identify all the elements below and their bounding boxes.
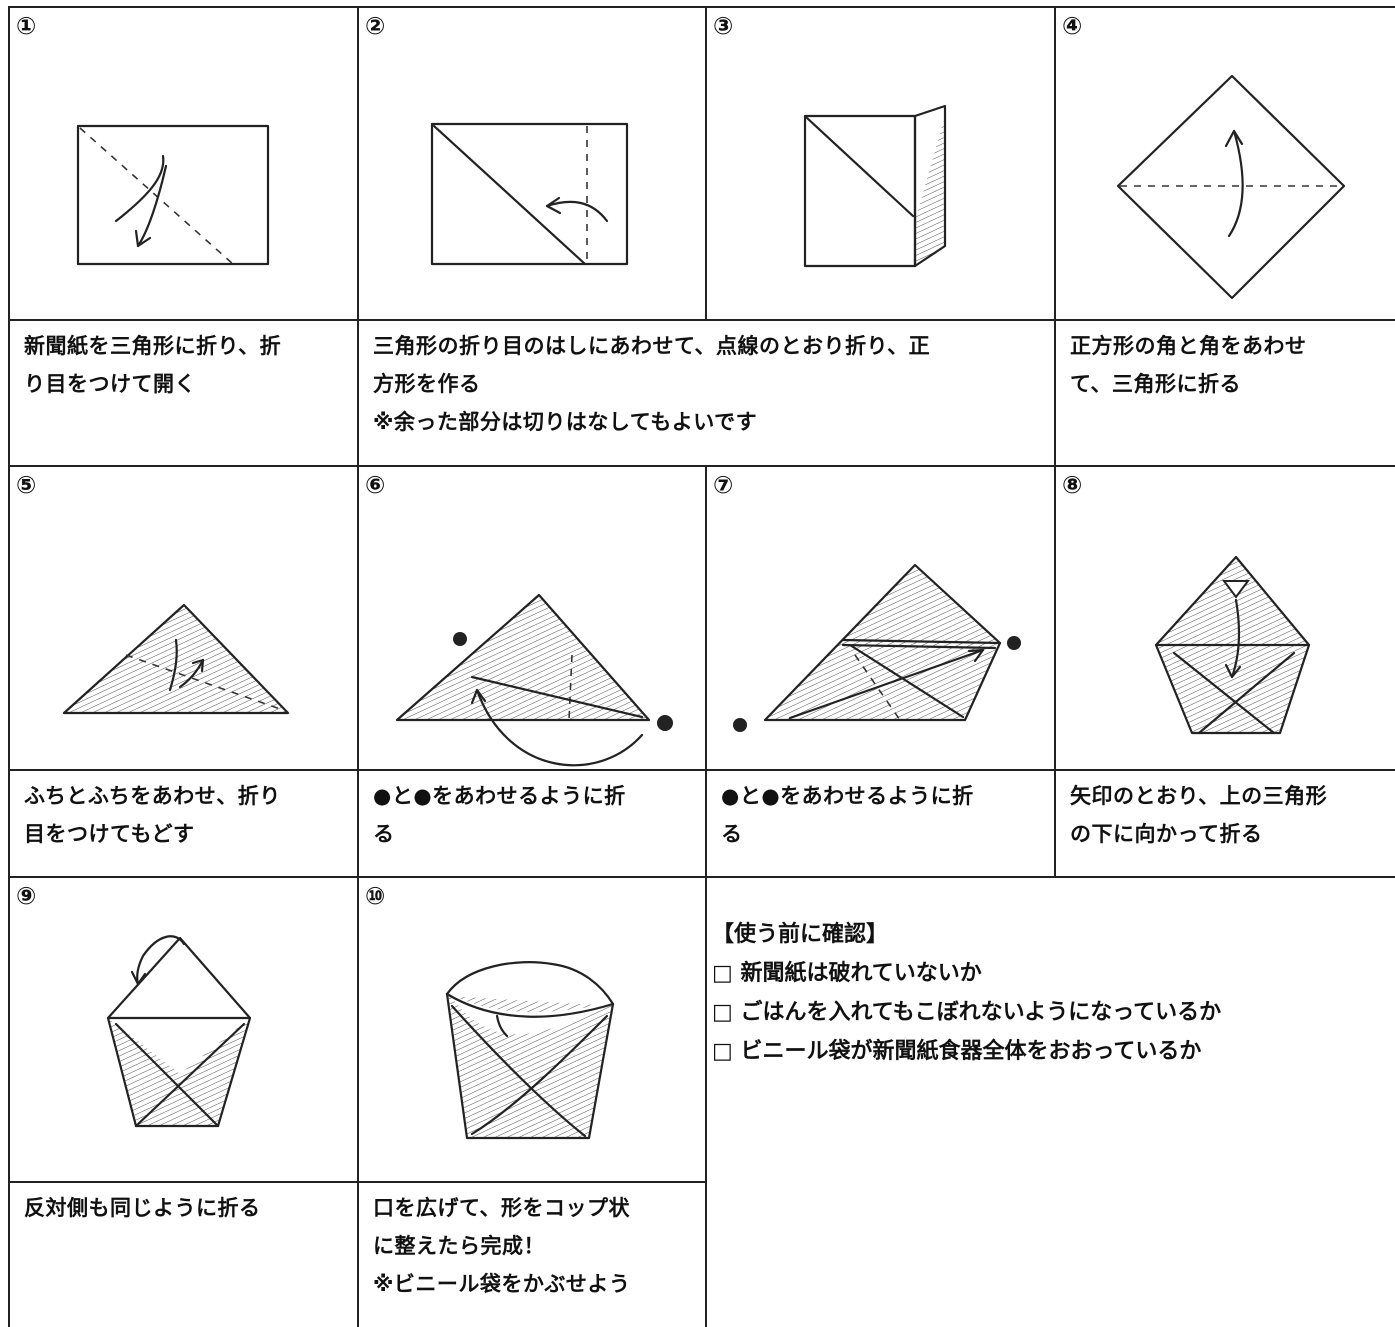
step-caption: ふちとふちをあわせ、折り 目をつけてもどす [24,784,281,846]
step-7-caption-cell: ●と●をあわせるように折 る [705,769,1054,876]
step-9-figure-cell: ⑨ [8,876,357,1181]
table-divider [357,6,359,1327]
step-number: ⑧ [1062,471,1083,499]
checklist-item: □ ビニール袋が新聞紙食器全体をおおっているか [712,1039,1202,1064]
step-caption: 正方形の角と角をあわせ て、三角形に折る [1070,334,1307,396]
step-8-caption-cell: 矢印のとおり、上の三角形 の下に向かって折る [1054,769,1395,876]
fold-step-10-icon [445,961,615,1140]
fold-step-6-icon [395,593,673,767]
step-number: ⑩ [365,882,386,910]
step-2-caption-cell: 三角形の折り目のはしにあわせて、点線のとおり折り、正 方形を作る ※余った部分は… [357,319,1054,465]
fold-step-2-icon [430,122,629,266]
fold-step-1-icon [76,124,270,266]
step-4-caption-cell: 正方形の角と角をあわせ て、三角形に折る [1054,319,1395,465]
fold-step-4-icon [1116,74,1346,300]
step-2-3-figure-cell: ② ③ [357,6,1054,319]
step-caption: 三角形の折り目のはしにあわせて、点線のとおり折り、正 方形を作る ※余った部分は… [373,334,931,434]
step-10-caption-cell: 口を広げて、形をコップ状 に整えたら完成！ ※ビニール袋をかぶせよう [357,1181,705,1327]
fold-step-5-icon [62,603,290,715]
step-number: ⑤ [16,471,37,499]
step-caption: 口を広げて、形をコップ状 に整えたら完成！ ※ビニール袋をかぶせよう [373,1196,631,1296]
step-5-figure-cell: ⑤ [8,465,357,769]
table-border-top [8,6,1395,8]
step-number: ② [365,12,386,40]
fold-step-3-icon [803,104,947,268]
step-6-caption-cell: ●と●をあわせるように折 る [357,769,705,876]
table-divider [1054,6,1056,876]
table-divider [8,319,1395,321]
step-10-figure-cell: ⑩ [357,876,705,1181]
step-caption: ●と●をあわせるように折 る [721,784,974,846]
step-number: ④ [1062,12,1083,40]
step-caption: 新聞紙を三角形に折り、折 り目をつけて開く [24,334,282,396]
checklist-item: □ ごはんを入れてもこぼれないようになっているか [712,1000,1222,1025]
step-1-figure-cell: ① [8,6,357,319]
instruction-table: ① ② ③ ④ [8,6,1395,1327]
step-6-figure-cell: ⑥ [357,465,705,769]
step-1-caption-cell: 新聞紙を三角形に折り、折 り目をつけて開く [8,319,357,465]
table-divider [8,1181,705,1183]
table-border-left [8,6,10,1327]
step-caption: ●と●をあわせるように折 る [373,784,626,846]
checklist: 【使う前に確認】 □ 新聞紙は破れていないか □ ごはんを入れてもこぼれないよう… [712,915,1221,1071]
table-divider [8,876,1395,878]
step-9-caption-cell: 反対側も同じように折る [8,1181,357,1327]
step-number: ⑦ [713,471,734,499]
step-7-figure-cell: ⑦ [705,465,1054,769]
fold-step-8-icon [1154,555,1311,735]
table-divider [8,769,1395,771]
step-caption: 矢印のとおり、上の三角形 の下に向かって折る [1070,784,1328,846]
step-number: ⑨ [16,882,37,910]
table-divider [8,465,1395,467]
step-number: ① [16,12,37,40]
step-caption: 反対側も同じように折る [24,1196,261,1220]
table-divider [705,6,707,319]
fold-step-7-icon [733,563,1021,732]
step-4-figure-cell: ④ [1054,6,1395,319]
fold-step-9-icon [106,935,252,1128]
table-divider [705,465,707,1327]
step-number: ⑥ [365,471,386,499]
step-8-figure-cell: ⑧ [1054,465,1395,769]
step-5-caption-cell: ふちとふちをあわせ、折り 目をつけてもどす [8,769,357,876]
step-number: ③ [713,12,734,40]
checklist-item: □ 新聞紙は破れていないか [712,961,982,986]
checklist-title: 【使う前に確認】 [712,922,889,947]
